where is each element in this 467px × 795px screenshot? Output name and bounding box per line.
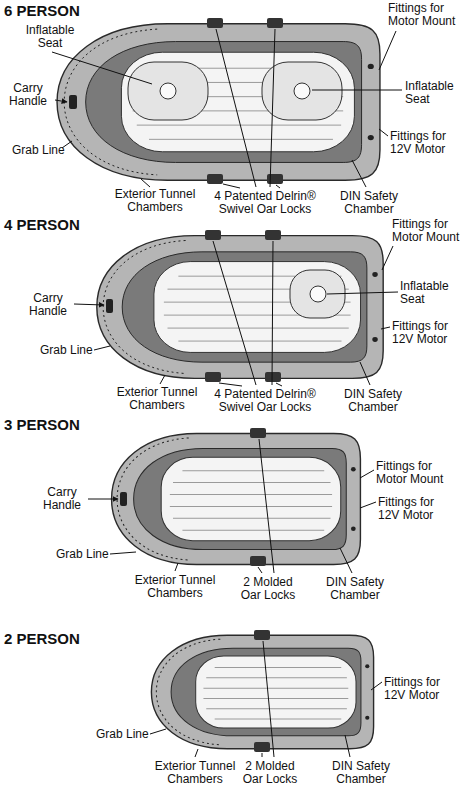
- callout-label: Carry Handle: [38, 486, 86, 512]
- callout-label: Grab Line: [96, 728, 149, 741]
- callout-label: Carry Handle: [4, 82, 52, 108]
- callout-label: Fittings for Motor Mount: [392, 218, 464, 244]
- callout-label: 4 Patented Delrin® Swivel Oar Locks: [205, 190, 325, 216]
- carry-handle: [120, 492, 127, 506]
- boat-3-person: [112, 428, 361, 566]
- callout-label: Fittings for 12V Motor: [392, 320, 464, 346]
- section-heading: 4 PERSON: [4, 216, 80, 233]
- callout-label: Carry Handle: [24, 292, 72, 318]
- callout-label: Inflatable Seat: [400, 280, 458, 306]
- oar-lock: [207, 18, 283, 184]
- callout-label: DIN Safety Chamber: [322, 576, 388, 602]
- boat-4-person: [97, 230, 383, 382]
- callout-label: Fittings for 12V Motor: [390, 130, 462, 156]
- callout-label: DIN Safety Chamber: [328, 760, 394, 786]
- callout-label: Exterior Tunnel Chambers: [150, 760, 240, 786]
- boat-6-person: [57, 18, 380, 184]
- callout-label: Fittings for 12V Motor: [384, 676, 456, 702]
- callout-label: DIN Safety Chamber: [336, 190, 402, 216]
- carry-handle: [69, 95, 77, 109]
- callout-label: Fittings for Motor Mount: [376, 460, 454, 486]
- callout-label: Grab Line: [56, 548, 109, 561]
- callout-label: Exterior Tunnel Chambers: [112, 386, 202, 412]
- section-heading: 2 PERSON: [4, 630, 80, 647]
- callout-label: Inflatable Seat: [20, 24, 80, 50]
- callout-label: DIN Safety Chamber: [340, 388, 406, 414]
- callout-label: 2 Molded Oar Locks: [240, 760, 300, 786]
- callout-label: Exterior Tunnel Chambers: [130, 574, 220, 600]
- callout-label: Inflatable Seat: [405, 80, 463, 106]
- oar-lock: [250, 428, 266, 566]
- section-heading: 3 PERSON: [4, 416, 80, 433]
- callout-label: Grab Line: [12, 144, 65, 157]
- callout-label: 4 Patented Delrin® Swivel Oar Locks: [205, 388, 325, 414]
- boat-2-person: [151, 630, 373, 752]
- inflatable-seat: [128, 62, 208, 120]
- callout-label: Grab Line: [40, 344, 93, 357]
- callout-label: Exterior Tunnel Chambers: [110, 188, 200, 214]
- section-heading: 6 PERSON: [4, 2, 80, 19]
- callout-label: Fittings for Motor Mount: [388, 2, 464, 28]
- callout-label: Fittings for 12V Motor: [378, 496, 450, 522]
- callout-label: 2 Molded Oar Locks: [238, 576, 298, 602]
- carry-handle: [106, 299, 113, 313]
